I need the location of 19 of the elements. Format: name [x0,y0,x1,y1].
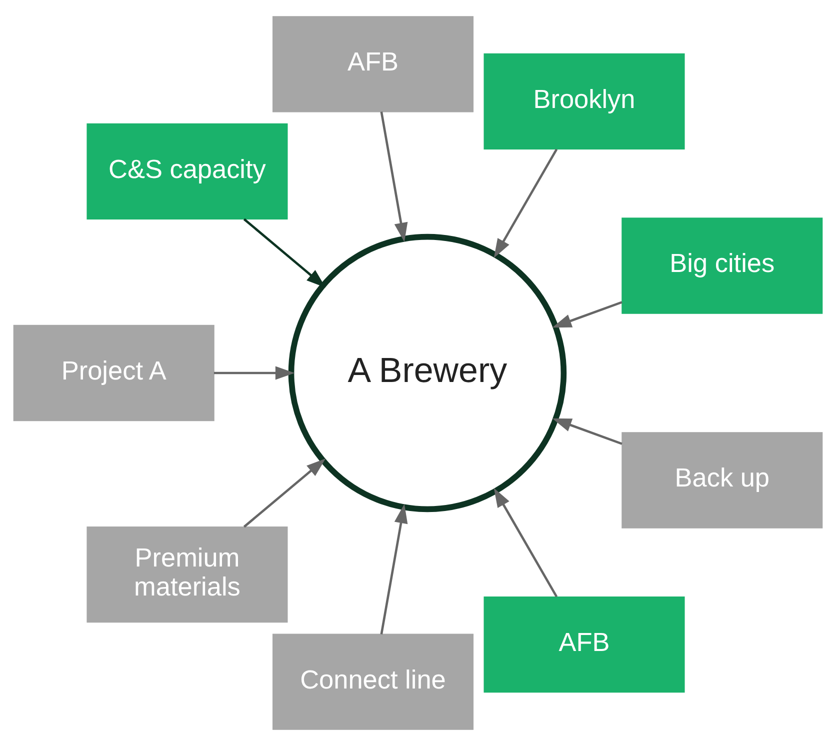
node-circle: A Brewery [288,233,567,512]
arrow [494,148,558,258]
node-box: AFB [272,16,474,112]
arrow [552,300,622,328]
node-box: Big cities [622,217,823,314]
arrow [214,366,295,380]
node-box: AFB [484,596,685,692]
arrow [380,111,408,242]
node-box: Premium materials [86,526,288,622]
node-box: Project A [13,324,214,421]
arrow [380,503,408,634]
node-box: Brooklyn [484,52,685,149]
arrow [552,418,622,444]
arrow [494,488,558,597]
node-box: Connect line [272,633,474,730]
node-box: C&S capacity [86,122,288,219]
node-box: Back up [622,432,823,528]
arrow [243,218,326,288]
arrow [243,458,326,528]
